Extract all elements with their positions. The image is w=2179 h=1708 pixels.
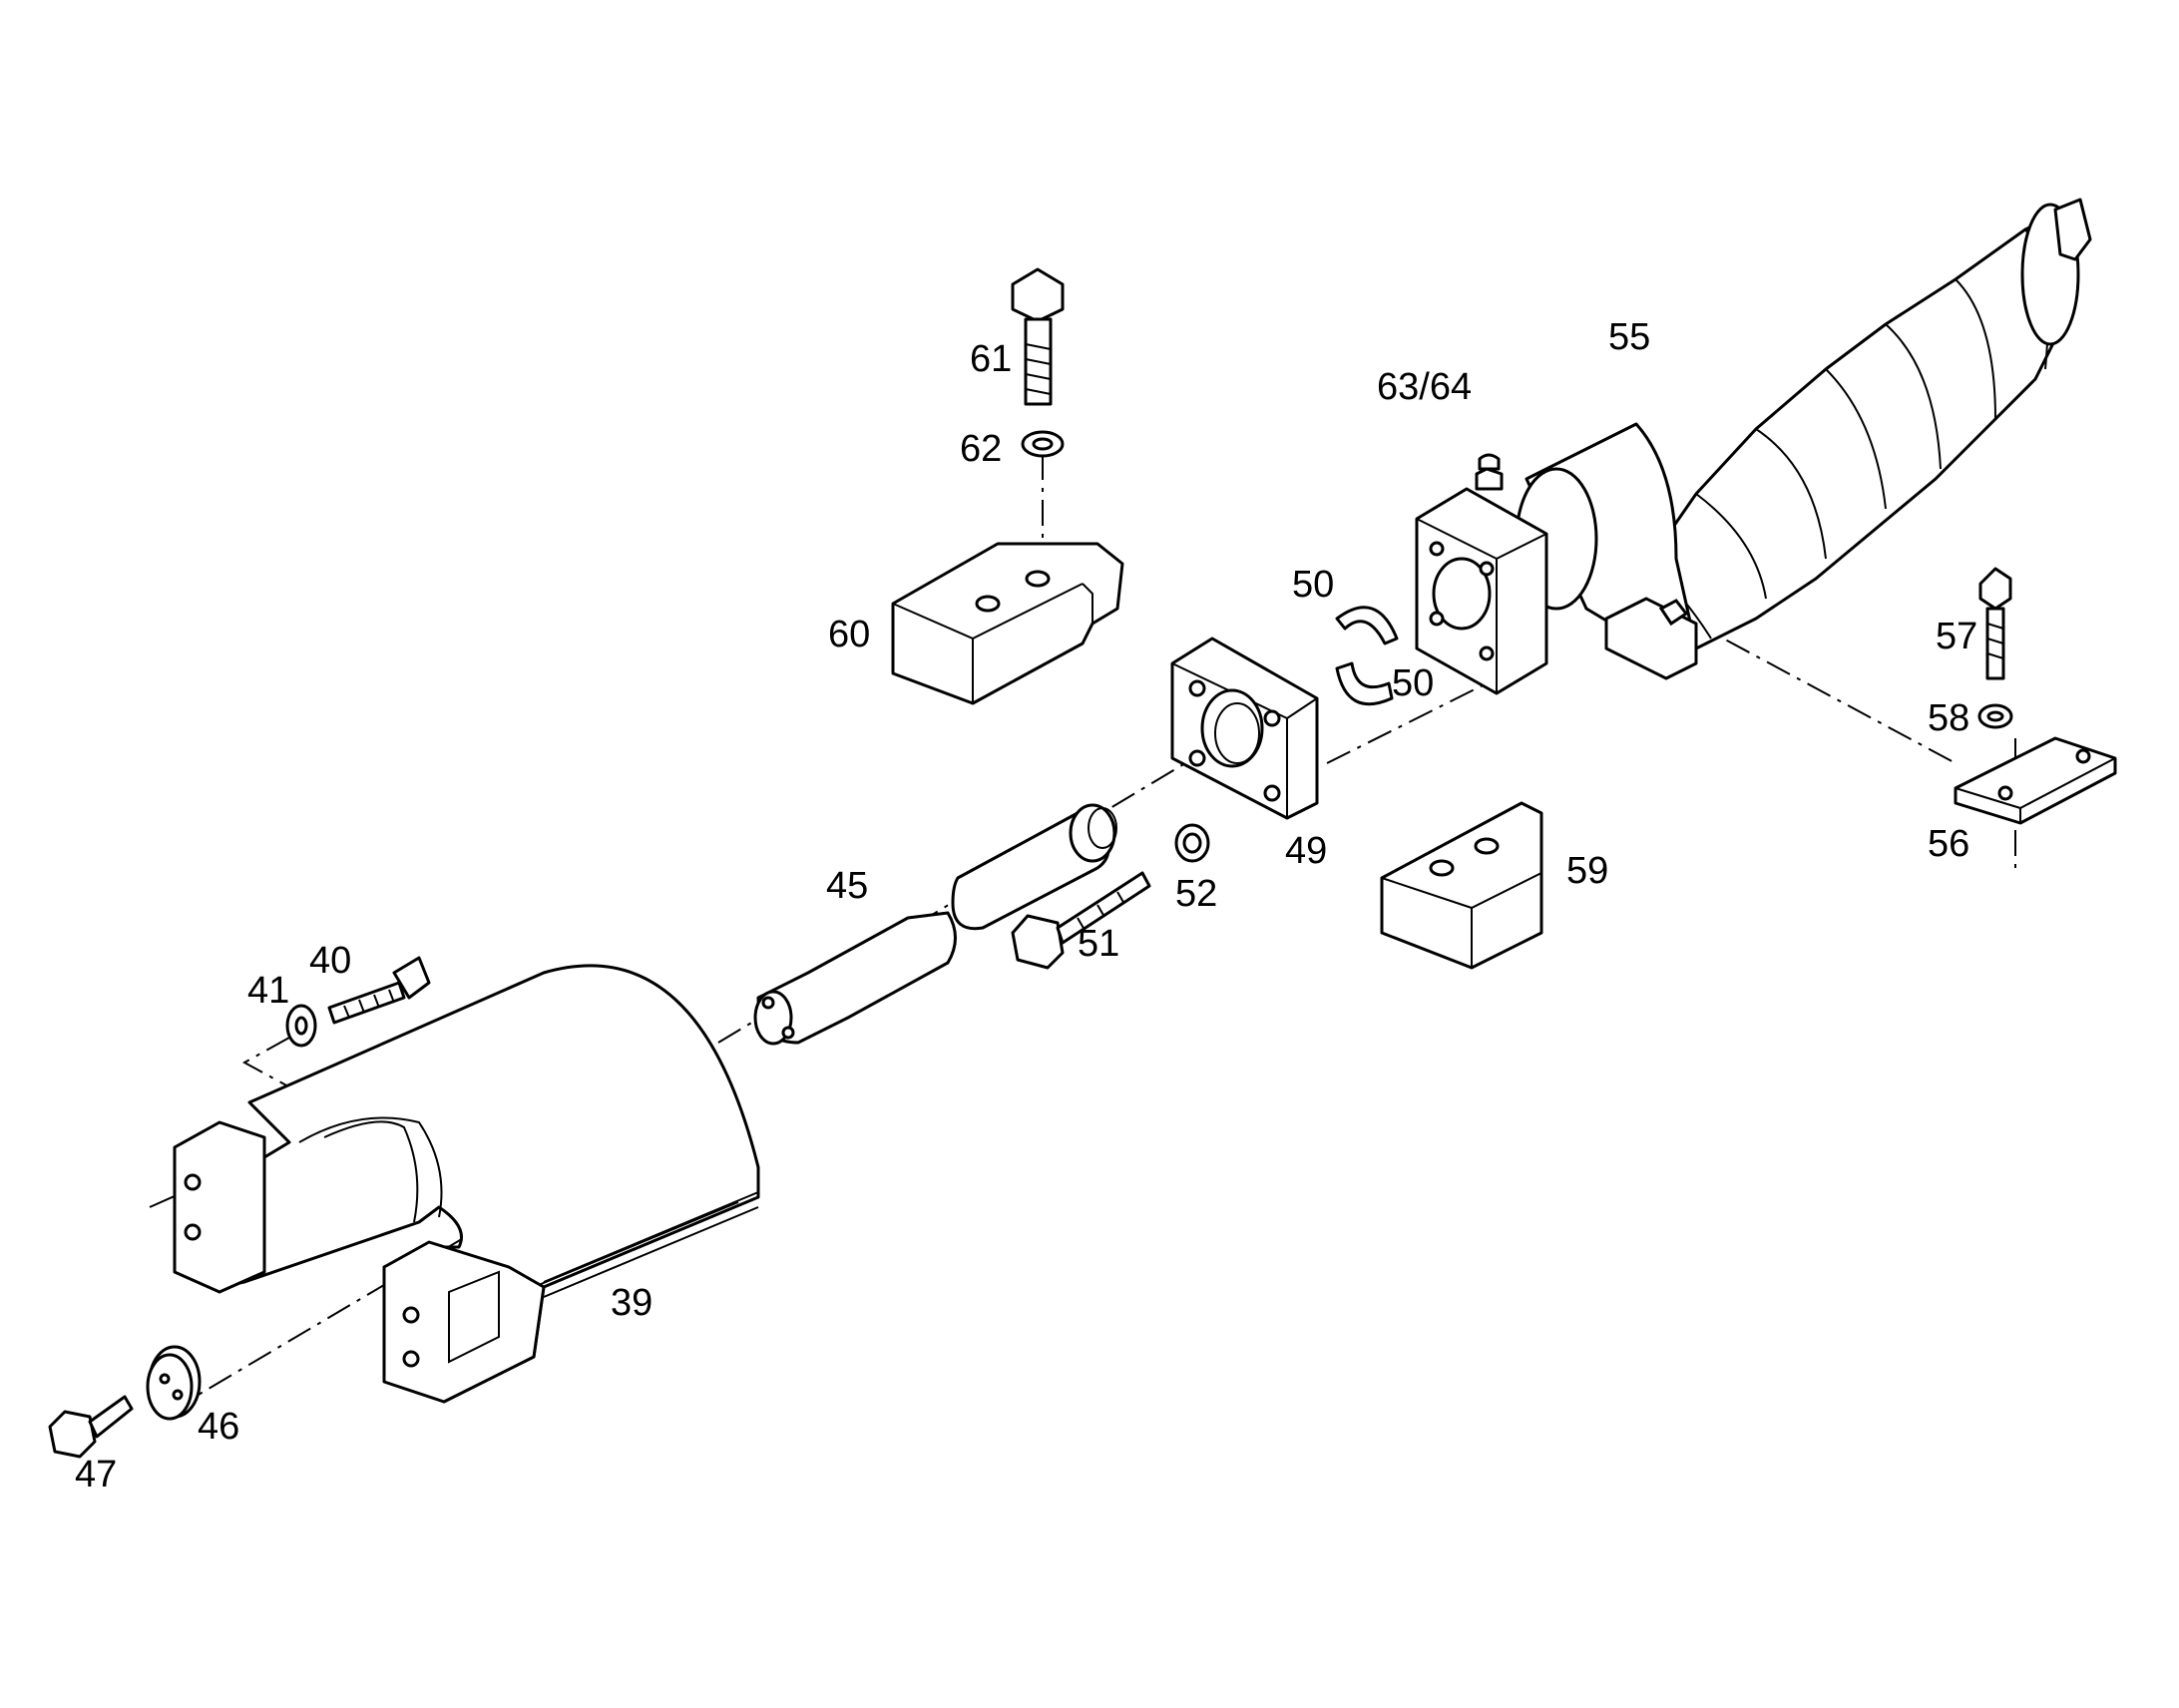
part-58-washer bbox=[1977, 703, 2013, 729]
part-41-washer bbox=[285, 1004, 317, 1048]
label-41: 41 bbox=[247, 970, 289, 1012]
label-61: 61 bbox=[970, 338, 1012, 380]
part-47-bolt bbox=[48, 1395, 134, 1459]
part-46-cap bbox=[146, 1345, 202, 1421]
label-63-64: 63/64 bbox=[1377, 366, 1472, 408]
part-50-half-ring-upper bbox=[1335, 606, 1399, 645]
label-39: 39 bbox=[611, 1282, 653, 1324]
label-50-lower: 50 bbox=[1392, 662, 1434, 704]
part-55-spring-assembly bbox=[1415, 198, 2092, 695]
label-55: 55 bbox=[1608, 316, 1650, 358]
label-47: 47 bbox=[75, 1454, 117, 1495]
part-51-bolt bbox=[1011, 871, 1151, 970]
label-62: 62 bbox=[960, 428, 1002, 470]
part-63-64-grease-nipple bbox=[1475, 453, 1504, 491]
label-51: 51 bbox=[1078, 923, 1119, 965]
label-57: 57 bbox=[1936, 616, 1977, 657]
part-39-drum-housing bbox=[173, 964, 760, 1404]
label-40: 40 bbox=[309, 940, 351, 982]
part-49-flange-plate bbox=[1170, 637, 1319, 820]
part-52-washer bbox=[1174, 823, 1210, 863]
label-59: 59 bbox=[1566, 850, 1608, 892]
part-45-rod bbox=[753, 803, 1117, 1046]
part-62-washer bbox=[1021, 430, 1065, 458]
part-59-block bbox=[1380, 801, 1543, 970]
label-60: 60 bbox=[828, 614, 870, 655]
label-49: 49 bbox=[1285, 830, 1327, 872]
part-57-bolt bbox=[1978, 567, 2012, 680]
part-60-block bbox=[891, 542, 1124, 705]
label-58: 58 bbox=[1928, 697, 1969, 739]
label-56: 56 bbox=[1928, 823, 1969, 865]
label-52: 52 bbox=[1175, 873, 1217, 915]
part-56-plate bbox=[1954, 736, 2117, 825]
part-50-half-ring-lower bbox=[1335, 661, 1394, 706]
part-61-bolt bbox=[1011, 267, 1065, 406]
label-46: 46 bbox=[198, 1406, 239, 1448]
part-labels: 39 40 41 45 46 47 49 50 50 51 52 55 56 5… bbox=[75, 316, 1977, 1495]
label-50-upper: 50 bbox=[1292, 564, 1334, 606]
part-40-bolt bbox=[327, 956, 431, 1025]
label-45: 45 bbox=[826, 865, 868, 907]
